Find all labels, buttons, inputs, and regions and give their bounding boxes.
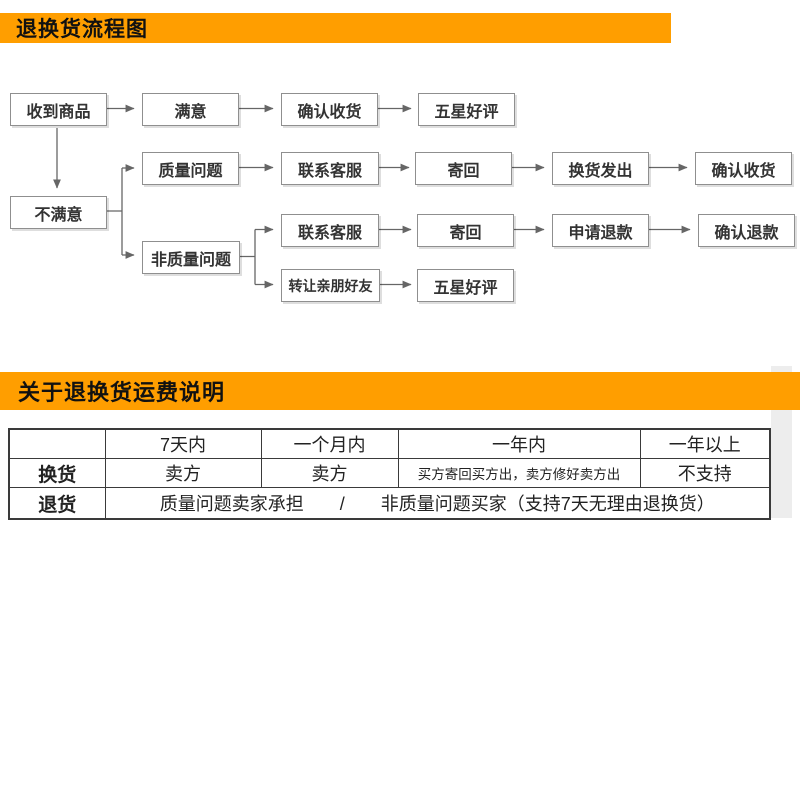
- fee-table: 7天内 一个月内 一年内 一年以上 换货 卖方 卖方 买方寄回买方出，卖方修好卖…: [8, 428, 771, 520]
- flow-title-text: 退换货流程图: [16, 18, 148, 41]
- exchange-cell-over1year: 不支持: [639, 458, 771, 488]
- fee-table-corner-cell: [8, 428, 106, 459]
- flow-node-five-star-1: 五星好评: [418, 93, 515, 126]
- flow-node-transfer-friends: 转让亲朋好友: [281, 269, 380, 302]
- fee-table-header-7days: 7天内: [104, 428, 262, 459]
- flow-node-non-quality-issue: 非质量问题: [142, 241, 240, 274]
- flow-node-unsatisfied: 不满意: [10, 196, 107, 229]
- return-row-label: 退货: [8, 487, 106, 520]
- flow-node-confirm-receipt-2: 确认收货: [695, 152, 792, 185]
- flow-node-five-star-2: 五星好评: [417, 269, 514, 302]
- flow-node-confirm-receipt-1: 确认收货: [281, 93, 378, 126]
- exchange-cell-7days: 卖方: [104, 458, 262, 488]
- flow-node-apply-refund: 申请退款: [552, 214, 649, 247]
- fee-table-header-over1year: 一年以上: [639, 428, 771, 459]
- fee-table-exchange-row: 换货 卖方 卖方 买方寄回买方出，卖方修好卖方出 不支持: [8, 458, 771, 488]
- exchange-cell-1year: 买方寄回买方出，卖方修好卖方出: [397, 458, 641, 488]
- flow-node-contact-cs-1: 联系客服: [281, 152, 379, 185]
- flow-node-quality-issue: 质量问题: [142, 152, 239, 185]
- flow-node-send-back-1: 寄回: [415, 152, 512, 185]
- flow-node-send-back-2: 寄回: [417, 214, 514, 247]
- section-title-flow: 退换货流程图: [0, 13, 671, 43]
- flow-node-contact-cs-2: 联系客服: [281, 214, 379, 247]
- fee-table-header-1month: 一个月内: [260, 428, 399, 459]
- flow-node-confirm-refund: 确认退款: [698, 214, 795, 247]
- exchange-cell-1month: 卖方: [260, 458, 399, 488]
- exchange-row-label: 换货: [8, 458, 106, 488]
- fee-title-text: 关于退换货运费说明: [18, 380, 226, 405]
- fee-table-header-1year: 一年内: [397, 428, 641, 459]
- return-row-policy: 质量问题卖家承担 / 非质量问题买家（支持7天无理由退换货）: [104, 487, 771, 520]
- fee-table-return-row: 退货 质量问题卖家承担 / 非质量问题买家（支持7天无理由退换货）: [8, 487, 771, 520]
- flow-node-exchange-sent: 换货发出: [552, 152, 649, 185]
- flow-node-received-goods: 收到商品: [10, 93, 107, 126]
- return-exchange-flowchart: 收到商品 满意 确认收货 五星好评 不满意 质量问题 联系客服 寄回 换货发出 …: [0, 0, 800, 330]
- section-title-fees: 关于退换货运费说明: [0, 372, 800, 410]
- flow-connectors: [53, 104, 691, 289]
- flow-node-satisfied: 满意: [142, 93, 239, 126]
- fee-table-header-row: 7天内 一个月内 一年内 一年以上: [8, 428, 771, 459]
